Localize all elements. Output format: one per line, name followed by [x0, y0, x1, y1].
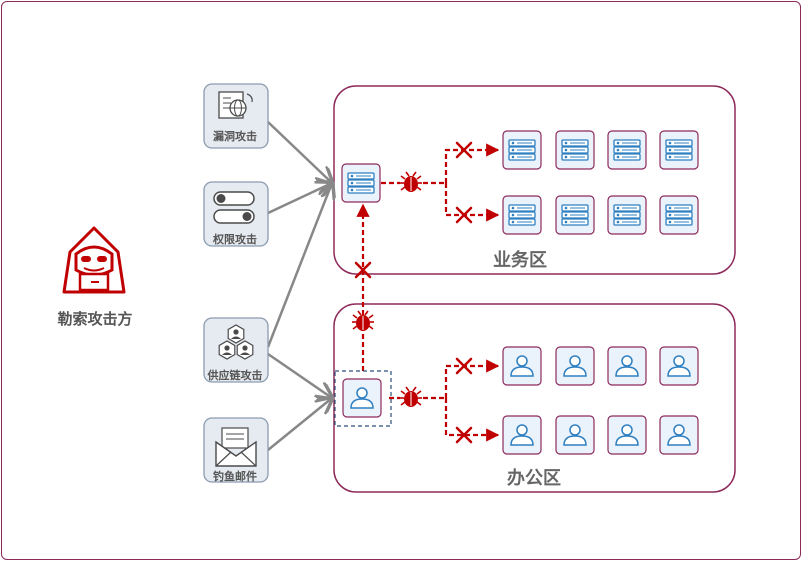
office-node-tile	[502, 346, 542, 386]
malware-bugs	[352, 171, 422, 407]
business-zone-label: 业务区	[493, 250, 547, 271]
user-network-icon	[218, 324, 254, 360]
cross-icon	[354, 261, 372, 279]
vector-label-supply-chain: 供应链攻击	[207, 369, 263, 382]
office-zone-label: 办公区	[507, 468, 561, 489]
envelope-icon	[215, 427, 257, 467]
vector-box-phishing	[203, 417, 269, 483]
office-node-tile	[659, 346, 699, 386]
office-node-tile	[607, 346, 647, 386]
business-node-tile	[607, 195, 647, 235]
business-node-tile	[502, 195, 542, 235]
cross-icon	[455, 141, 473, 159]
user-icon	[510, 424, 534, 446]
business-node-tile	[659, 195, 699, 235]
user-icon	[667, 355, 691, 377]
business-node-tile	[659, 130, 699, 170]
vector-label-phishing: 钓鱼邮件	[213, 470, 257, 483]
server-icon	[508, 204, 536, 226]
office-node-tile	[659, 415, 699, 455]
toggle-switch-icon	[213, 191, 255, 224]
vector-box-exploit	[203, 83, 269, 149]
vector-box-supply-chain	[203, 317, 269, 383]
hooded-hacker-icon	[62, 226, 126, 294]
server-icon	[508, 139, 536, 161]
server-icon	[561, 139, 589, 161]
office-propagation	[356, 203, 500, 442]
vector-box-privilege	[203, 181, 269, 247]
cross-icon	[455, 206, 473, 224]
bug-icon	[400, 171, 422, 192]
server-icon	[561, 204, 589, 226]
business-node-tile	[502, 130, 542, 170]
vector-icons	[203, 83, 269, 483]
vector-arrows	[266, 121, 332, 451]
server-icon	[613, 139, 641, 161]
attacker-label: 勒索攻击方	[57, 310, 133, 328]
user-icon	[615, 424, 639, 446]
node-tiles	[341, 130, 699, 455]
office-node-tile	[555, 415, 595, 455]
blocked-cross-icons	[354, 141, 473, 444]
user-icon	[350, 387, 374, 409]
cross-icon	[455, 357, 473, 375]
user-icon	[563, 355, 587, 377]
office-entry-tile	[342, 378, 382, 418]
server-icon	[665, 204, 693, 226]
user-icon	[667, 424, 691, 446]
user-icon	[510, 355, 534, 377]
cross-icon	[455, 426, 473, 444]
business-propagation	[381, 143, 500, 222]
office-node-tile	[607, 415, 647, 455]
bug-icon	[352, 310, 374, 331]
business-node-tile	[555, 130, 595, 170]
business-entry-tile	[341, 163, 381, 203]
user-icon	[563, 424, 587, 446]
server-icon	[665, 139, 693, 161]
bug-icon	[400, 386, 422, 407]
server-icon	[613, 204, 641, 226]
business-node-tile	[607, 130, 647, 170]
office-entry-highlight	[334, 370, 392, 427]
office-node-tile	[502, 415, 542, 455]
web-document-icon	[218, 91, 253, 119]
user-icon	[615, 355, 639, 377]
office-node-tile	[555, 346, 595, 386]
business-node-tile	[555, 195, 595, 235]
vector-label-privilege: 权限攻击	[213, 233, 257, 246]
vector-label-exploit: 漏洞攻击	[213, 130, 257, 143]
server-icon	[347, 172, 375, 194]
